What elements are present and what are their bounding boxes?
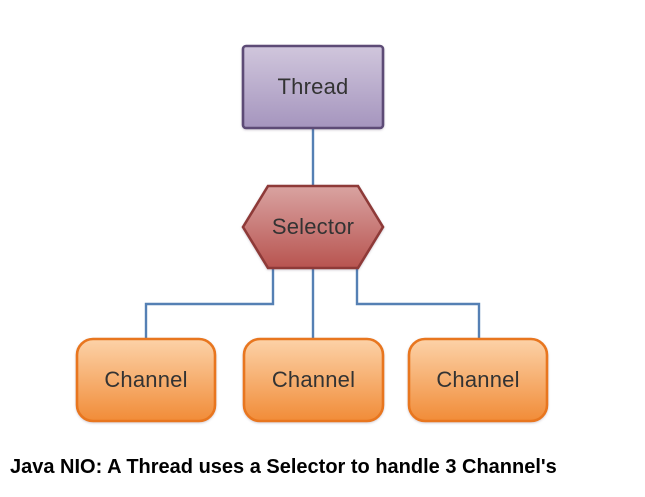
- channel-node-shape-1: [75, 337, 217, 423]
- connector-selector-channel-3: [355, 267, 481, 341]
- nodes-group: [75, 44, 549, 423]
- diagram-caption: Java NIO: A Thread uses a Selector to ha…: [10, 456, 557, 478]
- connectors-group: [144, 128, 481, 341]
- connector-selector-channel-1: [144, 267, 275, 341]
- thread-node-shape: [241, 44, 385, 130]
- selector-node-shape: [241, 184, 385, 270]
- channel-node-shape-3: [407, 337, 549, 423]
- channel-node-shape-2: [242, 337, 385, 423]
